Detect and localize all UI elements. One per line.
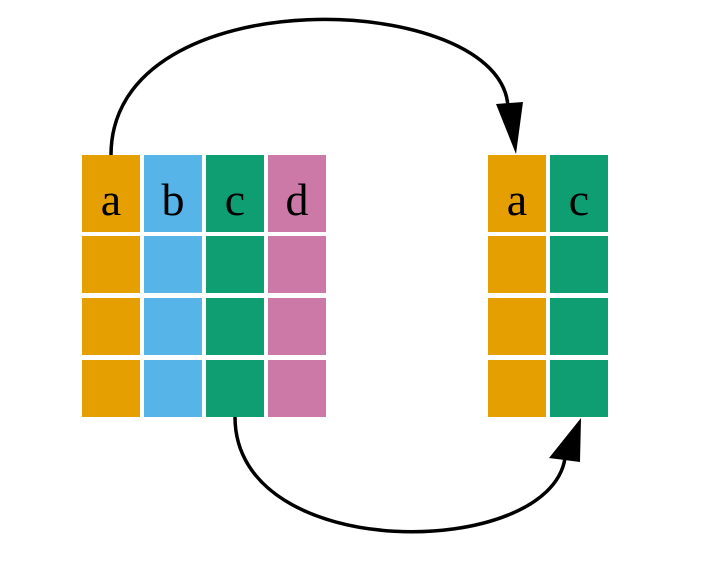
source-body-cell bbox=[268, 236, 326, 293]
source-body-cell bbox=[268, 298, 326, 355]
source-body-cell bbox=[82, 298, 140, 355]
result-body-cell bbox=[488, 236, 546, 293]
result-column-a: a bbox=[488, 155, 546, 417]
result-header-cell-a bbox=[488, 155, 546, 232]
result-body-cell bbox=[550, 236, 608, 293]
source-header-label-a: a bbox=[101, 174, 121, 225]
source-column-a: a bbox=[82, 155, 140, 417]
arrow-c-curve bbox=[233, 416, 567, 534]
arrow-a-to-a bbox=[109, 17, 523, 156]
result-table: a c bbox=[488, 155, 608, 417]
source-header-label-d: d bbox=[286, 174, 309, 225]
source-header-cell-a bbox=[82, 155, 140, 232]
result-header-cell-c bbox=[550, 155, 608, 232]
result-column-c: c bbox=[550, 155, 608, 417]
source-header-label-b: b bbox=[162, 174, 185, 225]
result-body-cell bbox=[550, 298, 608, 355]
result-body-cell bbox=[488, 298, 546, 355]
source-body-cell bbox=[82, 236, 140, 293]
source-header-cell-b bbox=[144, 155, 202, 232]
source-header-cell-d bbox=[268, 155, 326, 232]
arrow-c-to-c bbox=[233, 416, 581, 534]
result-body-cell bbox=[550, 360, 608, 417]
source-header-label-c: c bbox=[225, 174, 245, 225]
source-column-d: d bbox=[268, 155, 326, 417]
result-body-cell bbox=[488, 360, 546, 417]
source-body-cell bbox=[206, 298, 264, 355]
source-body-cell bbox=[144, 360, 202, 417]
source-header-cell-c bbox=[206, 155, 264, 232]
source-body-cell bbox=[206, 360, 264, 417]
arrow-a-curve bbox=[109, 17, 510, 156]
result-header-label-c: c bbox=[569, 174, 589, 225]
source-table: a b c d bbox=[82, 155, 326, 417]
arrow-a-head bbox=[496, 102, 523, 154]
source-body-cell bbox=[144, 298, 202, 355]
source-column-c: c bbox=[206, 155, 264, 417]
source-body-cell bbox=[144, 236, 202, 293]
source-body-cell bbox=[82, 360, 140, 417]
result-header-label-a: a bbox=[507, 174, 527, 225]
arrow-c-head bbox=[549, 418, 581, 462]
source-body-cell bbox=[206, 236, 264, 293]
source-column-b: b bbox=[144, 155, 202, 417]
source-body-cell bbox=[268, 360, 326, 417]
